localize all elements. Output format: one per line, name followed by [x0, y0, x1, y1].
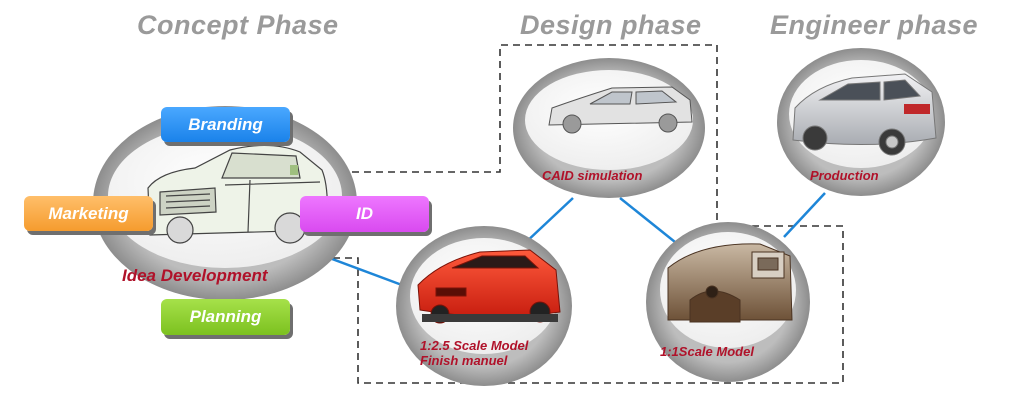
- production-node: [777, 48, 945, 196]
- full-scale-model-label: 1:1Scale Model: [660, 344, 754, 359]
- marketing-tag: Marketing: [24, 196, 153, 231]
- planning-tag-label: Planning: [189, 307, 262, 326]
- design-phase-title: Design phase: [520, 10, 702, 40]
- wireframe-car-icon: [548, 86, 693, 134]
- branding-tag-label: Branding: [188, 114, 263, 134]
- planning-tag: Planning: [161, 299, 290, 335]
- design-phase-boundary: [268, 44, 844, 384]
- engineer-phase-title: Engineer phase: [770, 10, 979, 40]
- id-tag: ID: [300, 196, 429, 232]
- idea-development-node: [93, 106, 357, 300]
- full-scale-model-node: [646, 222, 810, 382]
- sketch-car-icon: [147, 144, 328, 244]
- production-label: Production: [810, 168, 879, 183]
- red-car-icon: [417, 249, 561, 324]
- caid-simulation-node: [513, 58, 705, 198]
- scale-model-label-line2: Finish manuel: [420, 353, 508, 368]
- marketing-tag-label: Marketing: [48, 203, 129, 223]
- scale-model-label-line1: 1:2.5 Scale Model: [420, 338, 529, 353]
- id-tag-label: ID: [356, 204, 373, 223]
- caid-simulation-label: CAID simulation: [542, 168, 643, 183]
- branding-tag: Branding: [161, 107, 290, 142]
- scale-model-node: [396, 226, 572, 386]
- sedan-car-icon: [792, 73, 937, 156]
- idea-development-label: Idea Development: [122, 266, 268, 285]
- car-interior-icon: [667, 243, 793, 323]
- concept-phase-title: Concept Phase: [137, 10, 339, 40]
